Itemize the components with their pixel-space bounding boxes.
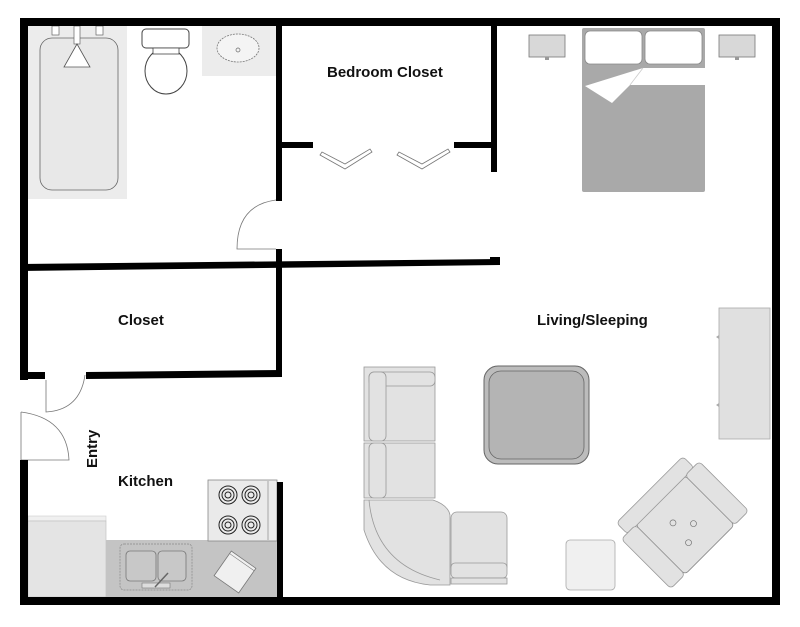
walls <box>20 18 780 605</box>
room-label-kitchen: Kitchen <box>118 473 174 490</box>
dresser-icon <box>716 307 771 440</box>
refrigerator-icon <box>27 515 107 598</box>
room-label-living-sleeping: Living/Sleeping <box>537 312 648 329</box>
bathroom-door[interactable] <box>236 199 277 250</box>
nightstand-icon <box>528 34 566 60</box>
bifold-closet-doors[interactable] <box>319 148 451 170</box>
room-label-closet: Closet <box>118 312 164 329</box>
room-label-bedroom-closet: Bedroom Closet <box>327 64 443 81</box>
entry-door[interactable] <box>20 411 70 461</box>
toilet-icon <box>141 28 190 95</box>
bathtub-icon <box>27 25 127 199</box>
coffee-table-icon <box>483 365 590 465</box>
closet-door[interactable] <box>45 374 86 413</box>
nightstand-icon <box>718 34 756 60</box>
armchair-icon <box>617 457 748 588</box>
bed-icon <box>582 28 705 192</box>
dishwasher-icon <box>213 550 257 594</box>
double-sink-icon <box>119 543 193 591</box>
sink-icon <box>202 26 276 76</box>
side-table-icon <box>565 539 616 591</box>
stove-icon <box>207 479 278 542</box>
sectional-sofa-icon <box>363 366 508 586</box>
room-label-entry: Entry <box>84 429 101 468</box>
